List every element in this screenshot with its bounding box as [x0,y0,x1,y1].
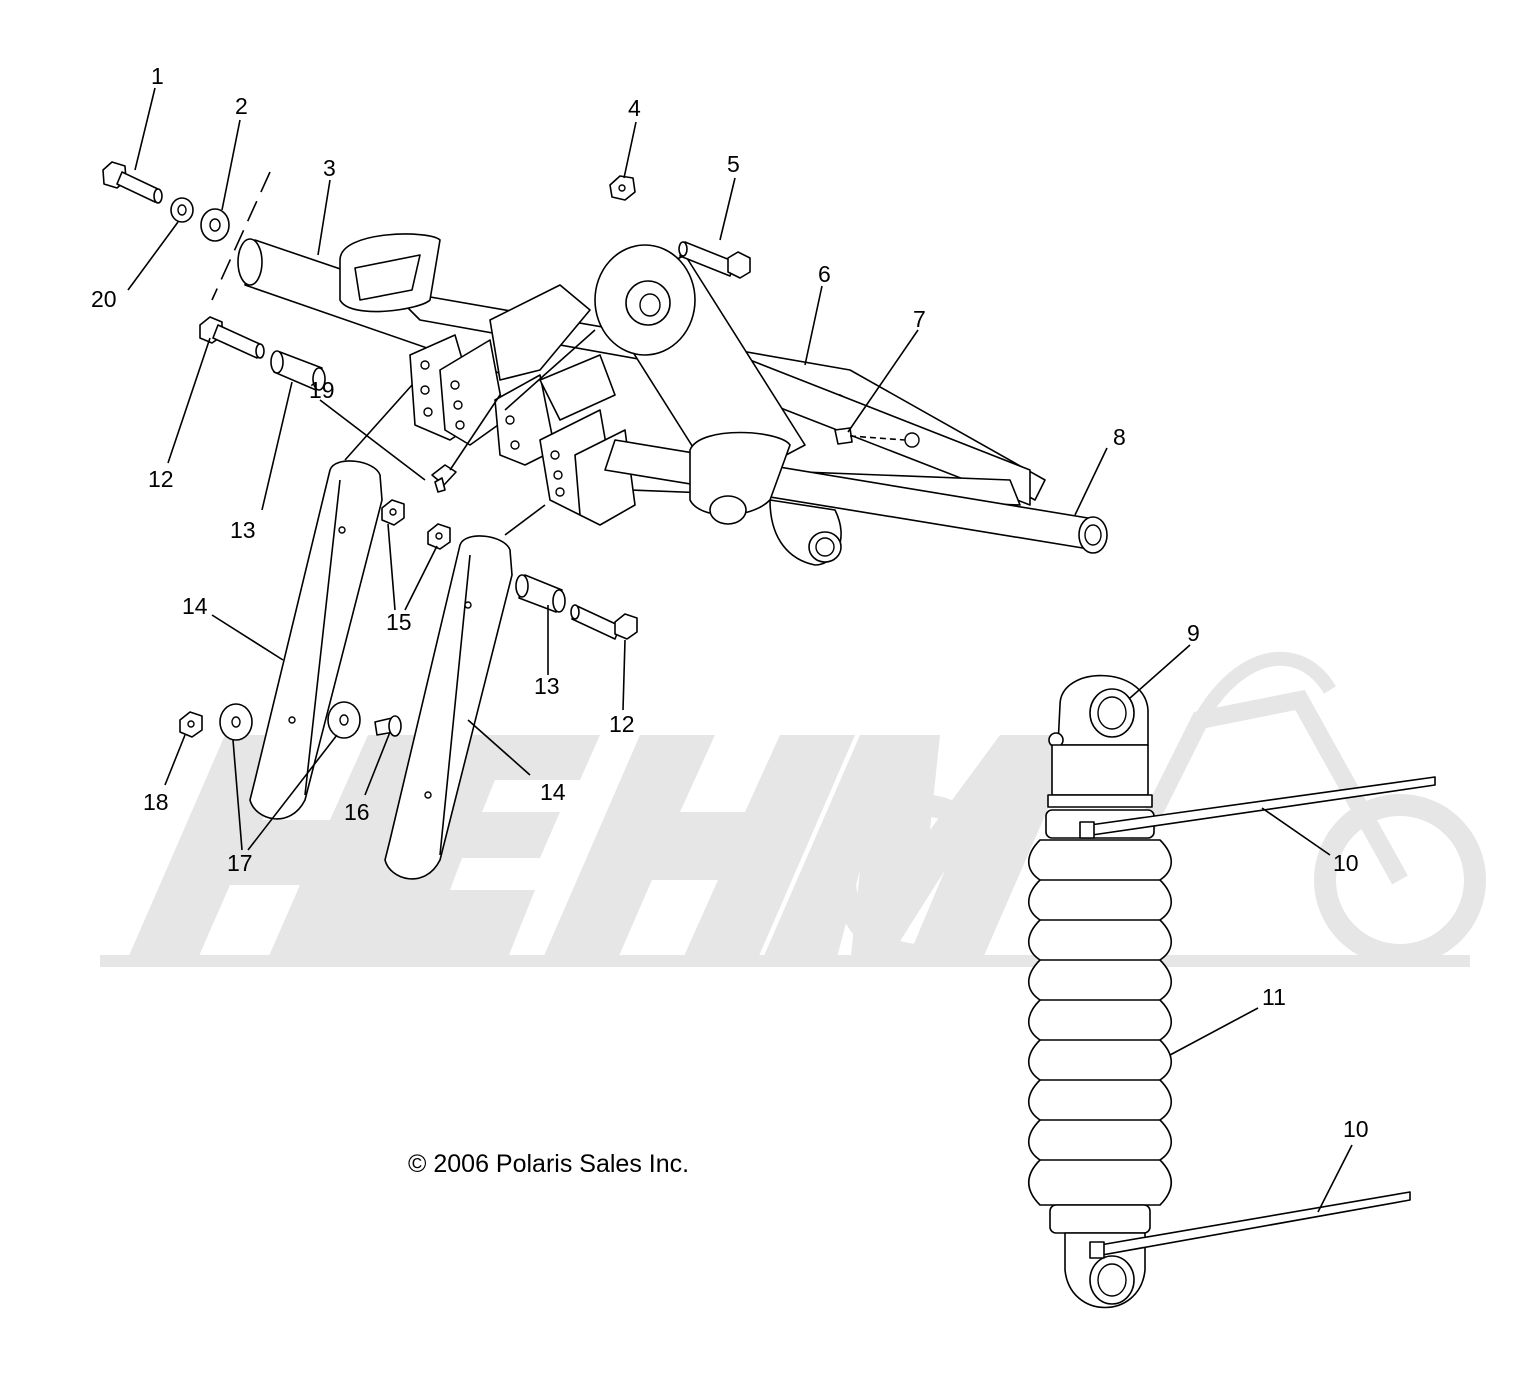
bolt-16 [374,715,402,737]
callout-16: 16 [344,799,370,825]
callout-13-right: 13 [534,673,560,699]
callout-15: 15 [386,609,412,635]
link-arm-14-left [249,460,383,820]
grease-fitting-19 [431,464,457,493]
callout-11: 11 [1262,984,1286,1010]
washer-2 [200,208,230,242]
callout-7: 7 [913,306,926,332]
cable-tie-10-upper [1079,776,1436,839]
callout-10-upper: 10 [1333,850,1359,876]
callout-1: 1 [151,63,164,89]
lower-pivot-boss [769,499,842,566]
copyright-notice: © 2006 Polaris Sales Inc. [408,1150,690,1178]
nut-4 [609,175,636,201]
shock-lower-eye [1049,1204,1151,1309]
washer-17-a [219,703,253,741]
link-arm-14-right [384,535,513,880]
cable-tie-10-lower [1089,1191,1411,1259]
grease-fitting-7 [834,427,920,448]
callout-9: 9 [1187,620,1200,646]
boot-11 [1027,809,1173,1206]
nut-18 [179,711,203,738]
leader-lines [127,87,1353,1213]
strap-bracket-left [339,233,441,313]
callout-12-right: 12 [609,711,635,737]
callout-4: 4 [628,95,641,121]
callout-2: 2 [235,93,248,119]
callout-12-left: 12 [148,466,174,492]
washer-17-b [327,701,361,739]
bolt-5 [678,241,751,279]
callout-3: 3 [323,155,336,181]
bolt-1 [102,161,163,204]
callout-17: 17 [227,850,253,876]
nut-15-b [427,523,451,550]
callout-20: 20 [91,286,117,312]
callout-6: 6 [818,261,831,287]
callout-10-lower: 10 [1343,1116,1369,1142]
callout-19: 19 [309,377,335,403]
mount-brackets [409,284,636,526]
shock-absorber-9 [1047,674,1153,808]
callout-13-left: 13 [230,517,256,543]
callout-5: 5 [727,151,740,177]
bushing-13-left [270,350,326,391]
bolt-12-right [570,604,638,640]
shock-mount-body [594,244,806,491]
bolt-12-left [199,316,265,359]
callout-14-right: 14 [540,779,566,805]
callout-14-left: 14 [182,593,208,619]
strap-bracket-right [689,431,791,525]
nut-15-a [381,499,405,526]
callout-labels: 1 2 3 4 5 6 7 8 9 10 10 11 12 12 13 13 1… [91,63,1369,1142]
washer-20 [170,197,194,223]
bushing-13-right [515,574,566,613]
callout-18: 18 [143,789,169,815]
callout-8: 8 [1113,424,1126,450]
